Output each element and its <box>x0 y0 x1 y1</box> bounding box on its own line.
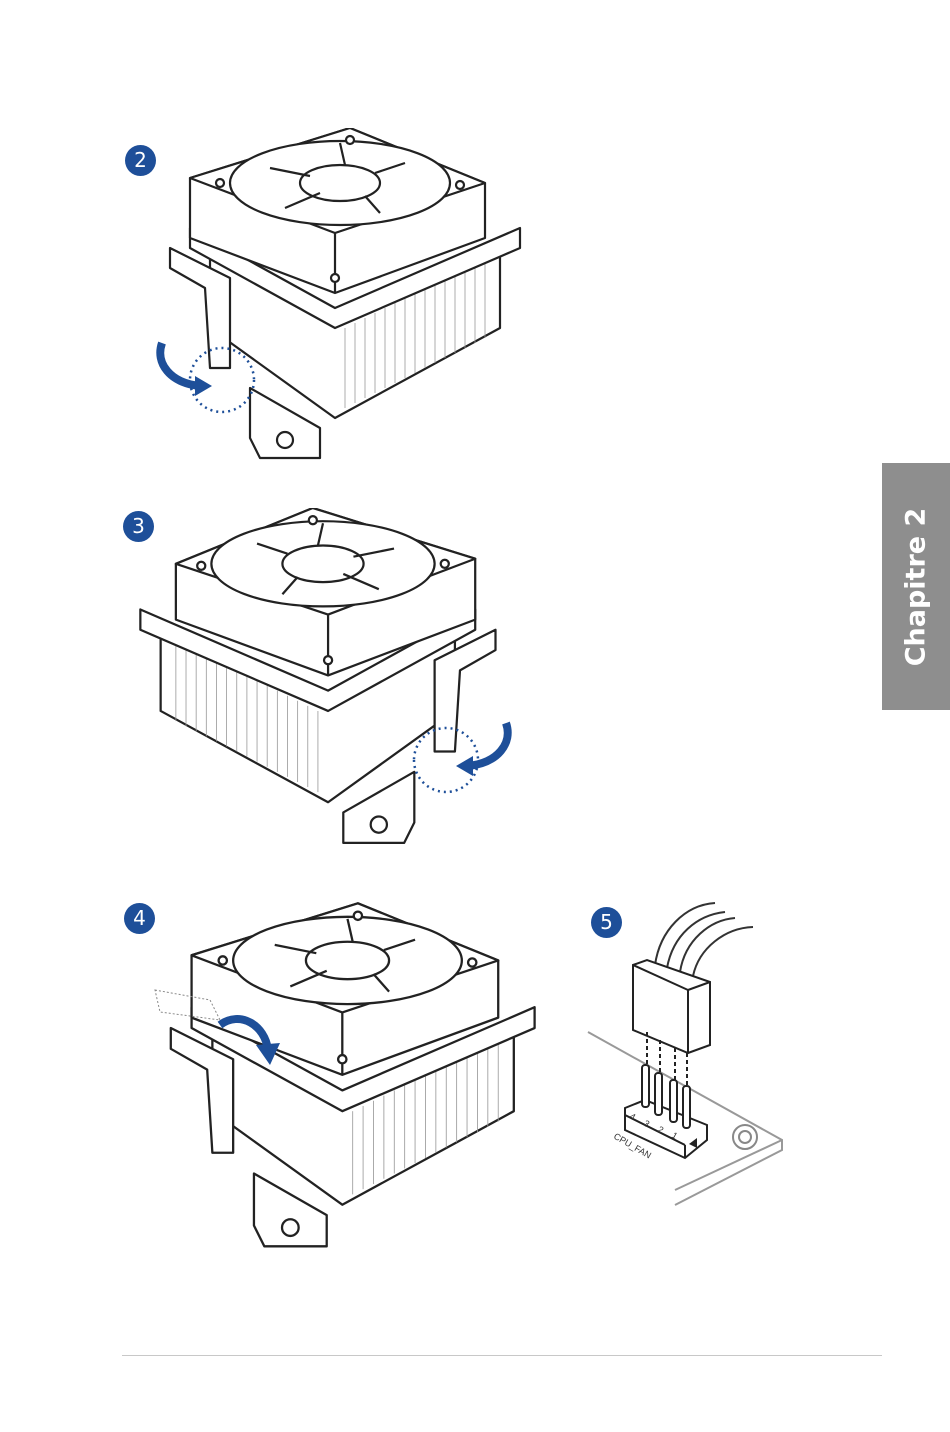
chapter-tab: Chapitre 2 <box>882 463 950 710</box>
step-badge-4: 4 <box>124 903 155 934</box>
chapter-tab-label: Chapitre 2 <box>900 507 932 666</box>
pin-label-1: 1 <box>670 1130 679 1141</box>
highlight-circle <box>412 726 480 794</box>
highlight-circle <box>188 346 256 414</box>
cooler-illustration-step-3 <box>128 508 512 853</box>
cooler-illustration-step-4 <box>154 902 536 1248</box>
pin-label-2: 2 <box>656 1124 665 1135</box>
step-badge-5: 5 <box>591 907 622 938</box>
pin-label-4: 4 <box>628 1111 637 1122</box>
cpu-fan-connector-illustration: 4 3 2 1 CPU_FAN <box>587 902 783 1206</box>
step-badge-3: 3 <box>123 511 154 542</box>
pin-label-3: 3 <box>642 1118 651 1129</box>
rotate-arrow-icon <box>217 1015 272 1051</box>
rotate-arrow-icon <box>156 341 201 390</box>
rotate-arrow-icon <box>467 721 512 770</box>
cooler-illustration-step-2 <box>156 128 530 468</box>
step-badge-2: 2 <box>125 145 156 176</box>
footer-divider <box>122 1355 882 1356</box>
